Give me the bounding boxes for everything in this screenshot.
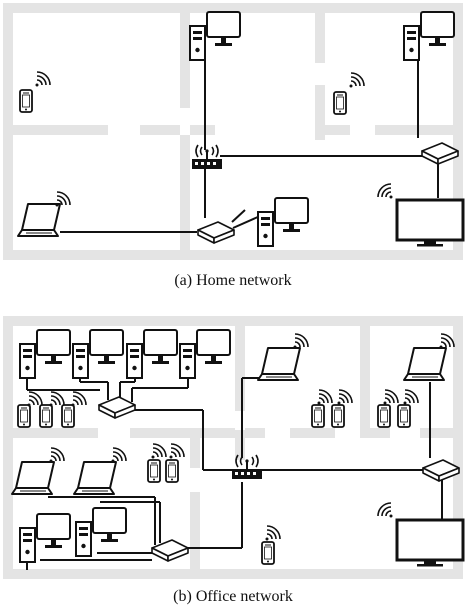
laptop-icon	[73, 461, 117, 495]
wifi-signal-icon	[110, 447, 127, 464]
smartphone-icon	[261, 541, 275, 565]
wifi-signal-icon	[402, 389, 419, 406]
wifi-signal-icon	[34, 71, 51, 88]
desktop-computer-icon	[126, 329, 178, 379]
laptop-icon	[403, 347, 447, 381]
wifi-signal-icon	[264, 525, 281, 542]
laptop-icon	[257, 347, 301, 381]
office-walls	[3, 316, 463, 579]
smartphone-icon	[377, 404, 391, 428]
switch-hub-icon	[151, 539, 189, 562]
wireless-router-icon	[191, 144, 223, 170]
smartphone-icon	[19, 89, 33, 113]
wifi-signal-icon	[382, 389, 399, 406]
desktop-computer-icon	[257, 197, 309, 247]
wifi-signal-icon	[377, 502, 394, 519]
wireless-router-icon	[231, 454, 263, 480]
home-walls	[3, 3, 463, 260]
laptop-icon	[11, 461, 55, 495]
smartphone-icon	[39, 404, 53, 428]
smartphone-icon	[147, 459, 161, 483]
wifi-signal-icon	[70, 391, 87, 408]
wifi-signal-icon	[168, 443, 185, 460]
wifi-signal-icon	[48, 391, 65, 408]
smartphone-icon	[311, 404, 325, 428]
office-links	[26, 375, 443, 570]
wifi-signal-icon	[438, 333, 455, 350]
smartphone-icon	[17, 404, 31, 428]
switch-hub-icon	[421, 142, 459, 165]
wifi-signal-icon	[26, 391, 43, 408]
desktop-computer-icon	[75, 507, 127, 557]
home-network-floorplan	[3, 3, 465, 260]
wifi-signal-icon	[377, 183, 394, 200]
wifi-signal-icon	[316, 389, 333, 406]
smartphone-icon	[61, 404, 75, 428]
desktop-computer-icon	[72, 329, 124, 379]
desktop-computer-icon	[189, 11, 241, 61]
wifi-signal-icon	[292, 333, 309, 350]
wifi-signal-icon	[336, 389, 353, 406]
desktop-computer-icon	[19, 329, 71, 379]
switch-hub-icon	[98, 396, 136, 419]
wifi-signal-icon	[54, 191, 71, 208]
caption-office-network: (b) Office network	[173, 588, 293, 605]
desktop-computer-icon	[19, 513, 71, 563]
television-icon	[395, 198, 465, 248]
laptop-icon	[17, 203, 61, 237]
desktop-computer-icon	[179, 329, 231, 379]
wifi-signal-icon	[150, 443, 167, 460]
television-icon	[395, 518, 465, 568]
wifi-signal-icon	[348, 72, 365, 89]
caption-home-network: (a) Home network	[174, 272, 292, 289]
home-links	[60, 50, 439, 233]
smartphone-icon	[333, 91, 347, 115]
wifi-signal-icon	[48, 447, 65, 464]
desktop-computer-icon	[403, 11, 455, 61]
switch-hub-icon	[197, 221, 235, 244]
smartphone-icon	[165, 459, 179, 483]
office-network-floorplan	[3, 316, 465, 579]
smartphone-icon	[397, 404, 411, 428]
smartphone-icon	[331, 404, 345, 428]
